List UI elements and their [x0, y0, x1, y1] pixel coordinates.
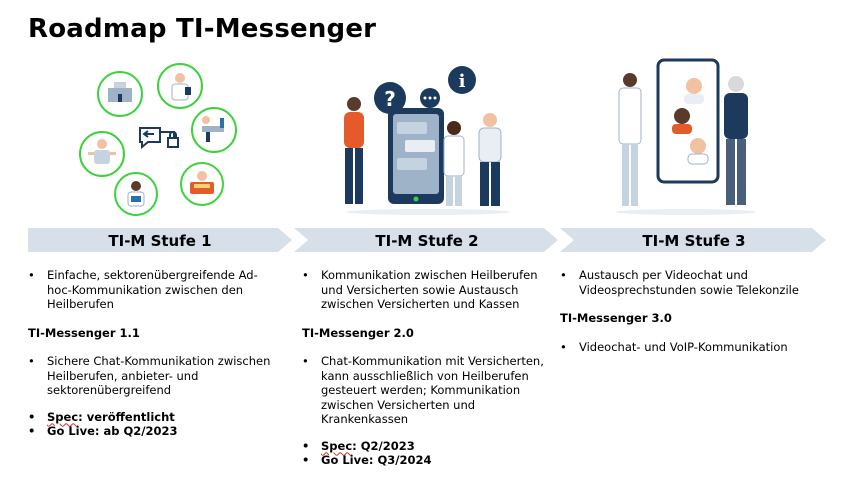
stage1-details: Einfache, sektorenübergreifende Ad-hoc-K… [28, 268, 278, 439]
stage2-illustration: ? i [344, 66, 510, 215]
page-title: Roadmap TI-Messenger [28, 14, 377, 44]
stage1-label: TI-M Stufe 1 [108, 232, 212, 250]
stage2-label: TI-M Stufe 2 [375, 232, 479, 250]
stage3-arrow [560, 228, 826, 252]
stage3-details: Austausch per Videochat und Videosprechs… [560, 268, 822, 354]
stage3-illustration [616, 58, 756, 215]
person-man [478, 113, 502, 206]
phone-icon [388, 108, 444, 204]
info-bubble-icon: i [448, 66, 476, 94]
pharmacy-circle [180, 162, 224, 206]
stage2-feature: Chat-Kommunikation mit Versicherten, kan… [302, 354, 558, 427]
svg-text:?: ? [384, 87, 396, 111]
stage3-version: TI-Messenger 3.0 [560, 311, 672, 325]
nurse-icon [127, 181, 145, 207]
person-woman-orange [344, 97, 364, 204]
patient-circle [79, 131, 125, 177]
stage2-intro: Kommunikation zwischen Heilberufen und V… [302, 268, 558, 312]
stage3-intro: Austausch per Videochat und Videosprechs… [560, 268, 822, 297]
doctor-icon [171, 73, 191, 101]
stage1-golive: Go Live: ab Q2/2023 [28, 424, 278, 439]
dentist-circle [191, 107, 237, 153]
chat-lock-icon [139, 127, 179, 150]
person-elderly-man [724, 76, 748, 205]
stage2-arrow [294, 228, 558, 252]
stage1-feature: Sichere Chat-Kommunikation zwischen Heil… [28, 354, 278, 398]
stage2-spec: Spec: Q2/2023 [302, 439, 558, 454]
dots-bubble-icon [420, 88, 440, 108]
stage2-version: TI-Messenger 2.0 [302, 325, 414, 340]
pharmacist-icon [190, 171, 214, 194]
stage1-intro: Einfache, sektorenübergreifende Ad-hoc-K… [28, 268, 278, 312]
stage1-spec: Spec: veröffentlicht [28, 410, 278, 425]
hospital-icon [108, 82, 132, 102]
patient-icon [88, 139, 116, 164]
stage1-illustration [79, 63, 237, 216]
video-call-icon [656, 58, 720, 184]
stage3-feature: Videochat- und VoIP-Kommunikation [560, 340, 822, 355]
stage2-details: Kommunikation zwischen Heilberufen und V… [302, 268, 558, 468]
nurse-circle [114, 172, 158, 216]
stage1-version: TI-Messenger 1.1 [28, 325, 140, 340]
person-doctor [443, 121, 465, 206]
stage-arrows [28, 228, 826, 252]
hospital-circle [97, 71, 143, 117]
stage3-label: TI-M Stufe 3 [642, 232, 746, 250]
question-bubble-icon: ? [374, 82, 406, 114]
dentist-icon [202, 116, 224, 142]
person-doctor-left [618, 73, 642, 206]
doctor-circle [157, 63, 203, 109]
svg-text:i: i [459, 71, 466, 92]
stage1-arrow [28, 228, 292, 252]
stage2-golive: Go Live: Q3/2024 [302, 453, 558, 468]
